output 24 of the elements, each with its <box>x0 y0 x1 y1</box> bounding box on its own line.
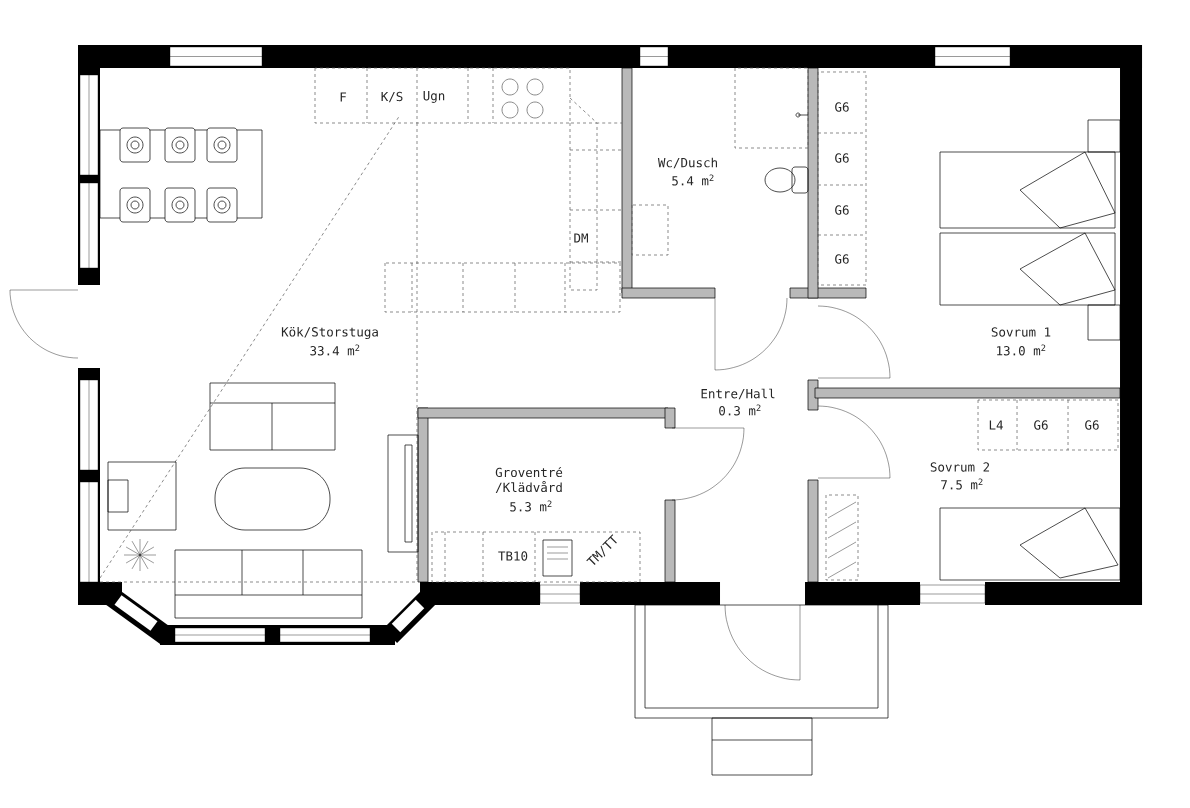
room-name: Sovrum 2 <box>930 462 990 472</box>
cabinet-label: G6 <box>835 254 849 264</box>
room-name: Entre/Hall <box>701 388 775 400</box>
room-name: Kök/Storstuga <box>281 326 378 340</box>
area-label: 13.0 m$^{2}$ <box>997 344 1046 356</box>
cabinet-label: TB10 <box>498 551 528 561</box>
cabinet-label: K/S <box>381 91 403 103</box>
area-label: 7.5 m$^{2}$ <box>941 478 983 490</box>
cabinet-label: Ugn <box>423 91 445 103</box>
cabinet-label: G6 <box>1034 420 1048 430</box>
area-label: 33.4 m$^{2}$ <box>310 344 360 356</box>
cabinet-label: DM <box>574 233 588 243</box>
cabinet-label: G6 <box>835 102 849 112</box>
room-name: Wc/Dusch <box>657 157 717 169</box>
cabinet-label: G6 <box>1085 420 1099 430</box>
room-name: Groventré /Klädvård <box>495 466 563 494</box>
room-name: Sovrum 1 <box>991 327 1051 337</box>
cabinet-label: G6 <box>835 205 849 215</box>
cabinet-label: G6 <box>835 153 849 163</box>
area-label: 0.3 m$^{2}$ <box>719 404 761 416</box>
cabinet-label: L4 <box>989 420 1003 430</box>
area-label: 5.3 m$^{2}$ <box>510 500 552 512</box>
area-label: 5.4 m$^{2}$ <box>672 174 714 186</box>
cabinet-label: F <box>340 92 347 102</box>
